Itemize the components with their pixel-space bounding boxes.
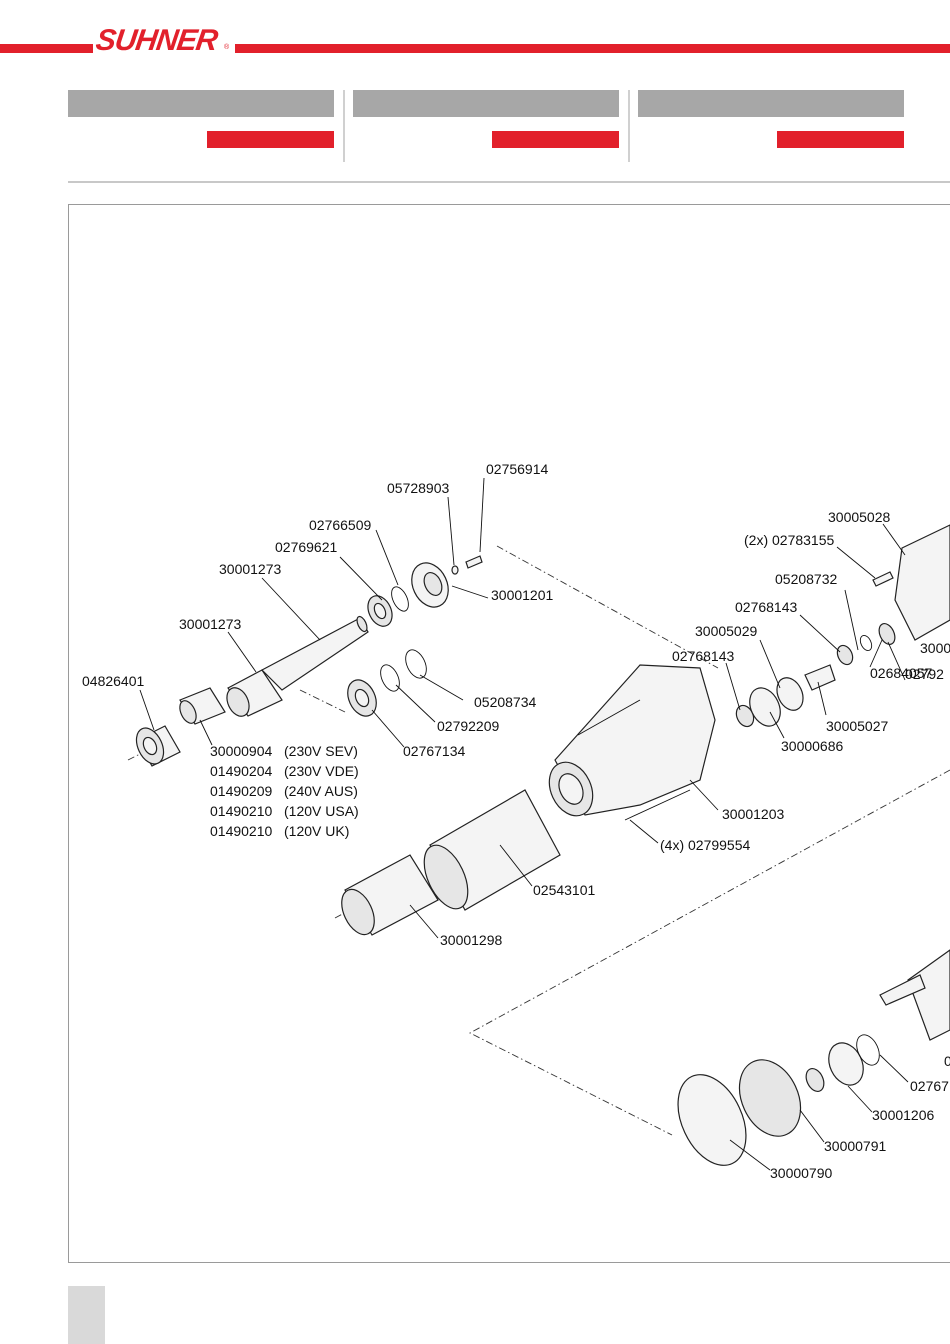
label-02543101: 02543101 [533, 882, 596, 898]
header-column-2-tag [492, 131, 619, 148]
variant-spec: (120V USA) [284, 803, 359, 819]
label-3000-cut: 3000 [920, 640, 950, 656]
header-column-3-tag [777, 131, 904, 148]
bearing-cap-part [411, 555, 483, 608]
header-red-bar-left [0, 44, 93, 53]
assembly-axis-nut [127, 753, 141, 761]
spindle-shaft-part [226, 615, 369, 717]
variant-code: 01490204 [210, 763, 273, 779]
label-02768143-lower: 02768143 [672, 648, 735, 664]
label-30001273-shaft: 30001273 [219, 561, 282, 577]
label-02783155: (2x) 02783155 [744, 532, 835, 548]
variant-spec: (230V VDE) [284, 763, 359, 779]
upper-bearing-part [367, 586, 409, 627]
header-separator-2 [628, 90, 630, 162]
header-column-3-bar [638, 90, 904, 117]
stator-part [423, 789, 561, 911]
label-02767-cut: 02767 [910, 1078, 949, 1094]
registered-mark: ® [224, 44, 230, 51]
label-30000791: 30000791 [824, 1138, 887, 1154]
rear-bearing-part [735, 524, 950, 728]
assembly-axis-sleeve [334, 909, 351, 919]
label-02756914: 02756914 [486, 461, 549, 477]
variant-spec: (240V AUS) [284, 783, 358, 799]
label-02769621: 02769621 [275, 539, 338, 555]
page-number-tab [68, 1286, 105, 1344]
grip-sleeve-part [341, 854, 439, 936]
label-02766509: 02766509 [309, 517, 372, 533]
assembly-axis-shaft [299, 689, 346, 713]
motor-housing-part [548, 664, 716, 821]
lower-bearing-part [347, 649, 427, 717]
label-02768143-upper: 02768143 [735, 599, 798, 615]
variant-code: 01490210 [210, 803, 273, 819]
label-30001298: 30001298 [440, 932, 503, 948]
label-30000686: 30000686 [781, 738, 844, 754]
header-red-bar-right [235, 44, 950, 53]
label-30001273-spindle: 30001273 [179, 616, 242, 632]
header-column-1-bar [68, 90, 334, 117]
collet-nut-part [135, 725, 181, 767]
label-02792-cut: 02792 [905, 666, 944, 682]
variant-code: 01490210 [210, 823, 273, 839]
variant-spec: (120V UK) [284, 823, 349, 839]
assembly-axis-upper [496, 545, 719, 669]
header-separator-1 [343, 90, 345, 162]
label-02792209: 02792209 [437, 718, 500, 734]
exploded-view-frame [68, 204, 950, 1263]
assembly-axis-lower [469, 769, 950, 1136]
label-30005029: 30005029 [695, 623, 758, 639]
label-30001203: 30001203 [722, 806, 785, 822]
label-02799554: (4x) 02799554 [660, 837, 751, 853]
label-30001206: 30001206 [872, 1107, 935, 1123]
label-05208732: 05208732 [775, 571, 838, 587]
label-02684057: 02684057 [870, 665, 933, 681]
label-02767134: 02767134 [403, 743, 466, 759]
header-column-2-bar [353, 90, 619, 117]
variant-code: 01490209 [210, 783, 273, 799]
label-30001201: 30001201 [491, 587, 554, 603]
label-05208734: 05208734 [474, 694, 537, 710]
collet-part [179, 687, 226, 725]
label-30005028: 30005028 [828, 509, 891, 525]
label-0-cut: 0 [944, 1053, 950, 1069]
label-04826401: 04826401 [82, 673, 145, 689]
label-05728903: 05728903 [387, 480, 450, 496]
variant-spec: (230V SEV) [284, 743, 358, 759]
header-column-1-tag [207, 131, 334, 148]
label-30000790: 30000790 [770, 1165, 833, 1181]
variant-code: 30000904 [210, 743, 273, 759]
header-rule [68, 181, 950, 183]
collet-variant-list: 30000904 (230V SEV) 01490204 (230V VDE) … [210, 743, 359, 839]
fan-assembly-part [677, 949, 950, 1166]
label-30005027: 30005027 [826, 718, 889, 734]
